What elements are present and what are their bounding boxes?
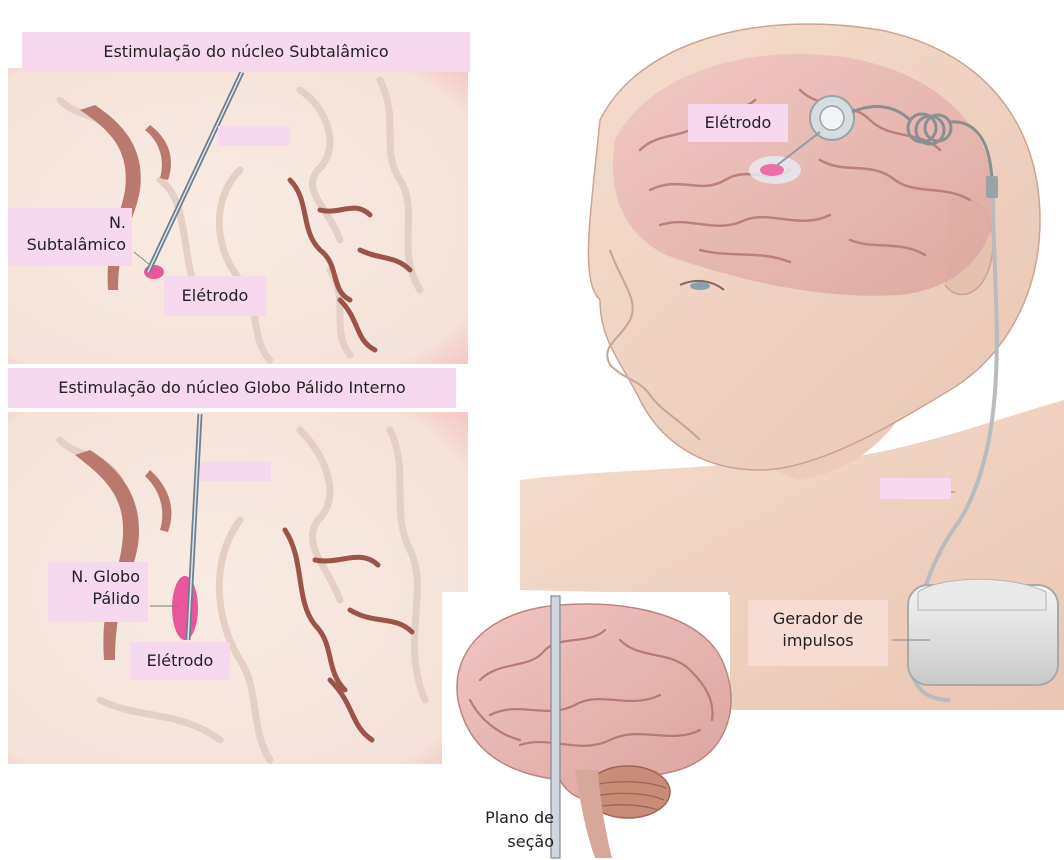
stn-nucleus-label: N. Subtalâmico — [8, 208, 132, 266]
gpi-electrode-label: Elétrodo — [130, 642, 230, 680]
blank-label-1 — [218, 126, 290, 146]
patient-electrode-label: Elétrodo — [688, 104, 788, 142]
section-plane-label: Plano de seção — [480, 806, 554, 854]
gpi-nucleus-label: N. Globo Pálido — [48, 562, 148, 622]
stn-electrode-label: Elétrodo — [164, 276, 266, 316]
blank-label-2 — [200, 461, 271, 481]
generator-label: Gerador de impulsos — [748, 600, 888, 666]
gpi-title-label: Estimulação do núcleo Globo Pálido Inter… — [8, 368, 456, 408]
stn-title-label: Estimulação do núcleo Subtalâmico — [22, 32, 470, 72]
blank-label-3 — [880, 478, 951, 499]
